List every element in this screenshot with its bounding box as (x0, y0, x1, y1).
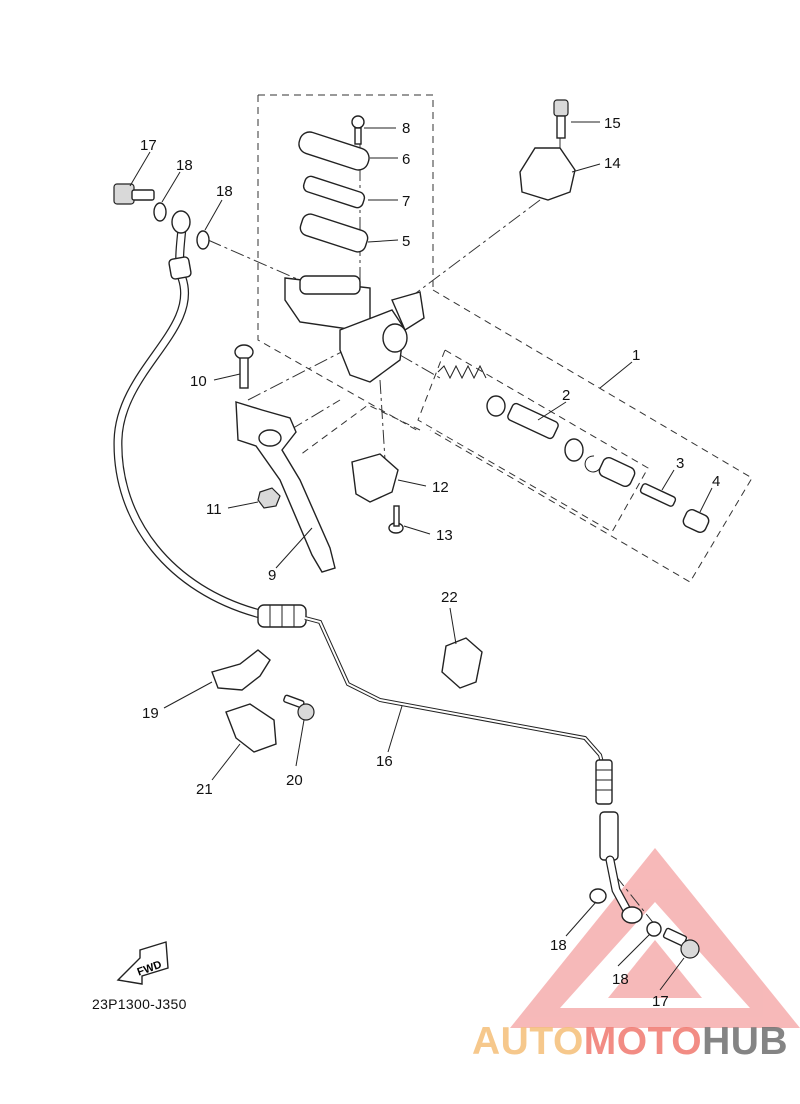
screw-15 (553, 99, 569, 139)
watermark-part3: HUB (702, 1020, 789, 1063)
callout-1: 1 (632, 347, 640, 364)
diaphragm-5 (299, 213, 369, 253)
callout-13: 13 (436, 527, 453, 544)
screw-20 (283, 694, 315, 721)
callout-17-top: 17 (140, 137, 157, 154)
callout-20: 20 (286, 772, 303, 789)
watermark-logo (510, 848, 800, 1028)
piston-2 (507, 402, 559, 440)
brake-hose (113, 223, 307, 628)
diagram-code: 23P1300-J350 (92, 996, 187, 1012)
callout-labels: 8 6 7 5 15 14 17 18 18 1 2 3 4 10 11 12 … (140, 115, 720, 1010)
callout-7: 7 (402, 193, 410, 210)
clamp-21 (225, 703, 277, 753)
lever-9 (235, 401, 336, 573)
callout-18-top-b: 18 (216, 183, 233, 200)
callout-8: 8 (402, 120, 410, 137)
callout-11: 11 (206, 501, 222, 518)
leader-lines (129, 121, 713, 991)
clamp-14 (519, 147, 576, 201)
callout-21: 21 (196, 781, 213, 798)
brake-pipe (304, 616, 643, 924)
callout-17-bottom: 17 (652, 993, 669, 1010)
watermark-part2: MOTO (583, 1020, 703, 1063)
banjo-fitting (171, 210, 191, 234)
piston-spring (437, 364, 487, 380)
callout-19: 19 (142, 705, 159, 722)
assembly-lines (207, 135, 656, 926)
cap-4 (682, 509, 710, 533)
callout-18-top-a: 18 (176, 157, 193, 174)
callout-2: 2 (562, 387, 570, 404)
lever-adjuster (258, 429, 282, 447)
callout-9: 9 (268, 567, 276, 584)
cap-6 (298, 131, 370, 171)
boot (598, 457, 636, 487)
cup (486, 395, 506, 417)
banjo-bolt-top (113, 183, 155, 205)
circlip (584, 455, 601, 473)
seal (564, 438, 584, 462)
nut-11 (257, 487, 281, 509)
fwd-arrow-icon: FWD (116, 941, 169, 985)
watermark-text: AUTOMOTOHUB (472, 1020, 788, 1064)
callout-12: 12 (432, 479, 449, 496)
master-cylinder-boundary (257, 94, 753, 583)
washer-18a (153, 202, 167, 222)
lever-bolt-10 (234, 344, 254, 389)
plate-7 (302, 175, 366, 209)
washer-18c (589, 888, 607, 904)
callout-18-bottom-a: 18 (550, 937, 567, 954)
clip-22 (441, 637, 483, 689)
callout-16: 16 (376, 753, 393, 770)
holder-19 (211, 649, 271, 691)
washer-18b (196, 230, 210, 250)
callout-3: 3 (676, 455, 684, 472)
callout-18-bottom-b: 18 (612, 971, 629, 988)
master-cylinder-body (284, 275, 425, 383)
banjo-bolt-bottom (662, 927, 700, 959)
callout-22: 22 (441, 589, 458, 606)
pushrod-3 (639, 483, 677, 507)
callout-6: 6 (402, 151, 410, 168)
switch-12 (351, 453, 399, 503)
callout-5: 5 (402, 233, 410, 250)
washer-18d (646, 921, 662, 937)
callout-14: 14 (604, 155, 621, 172)
callout-15: 15 (604, 115, 621, 132)
callout-4: 4 (712, 473, 720, 490)
screw-13 (388, 505, 404, 534)
watermark-part1: AUTO (472, 1020, 584, 1063)
screw-8 (351, 115, 365, 145)
callout-10: 10 (190, 373, 207, 390)
